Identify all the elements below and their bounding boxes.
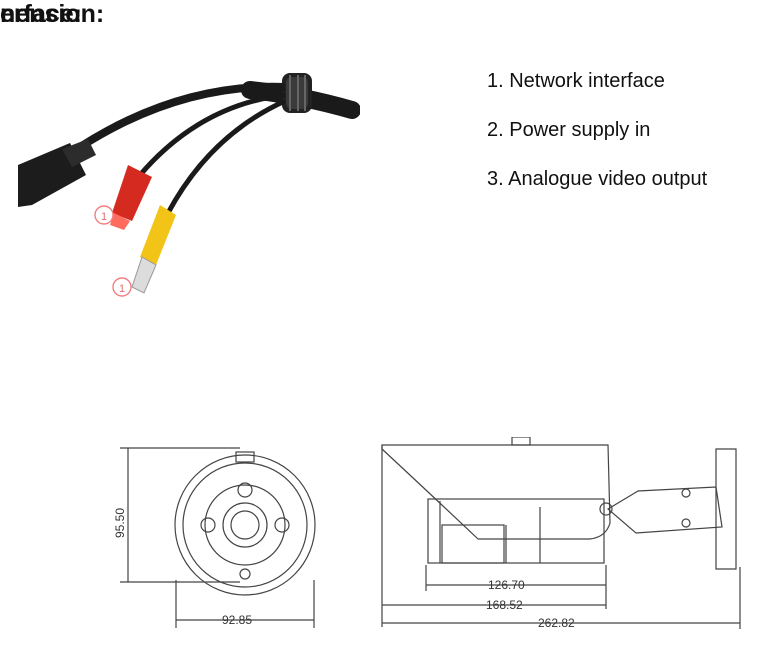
list-item-network: 1. Network interface — [487, 70, 665, 92]
video-marker: 1 — [112, 277, 132, 297]
front-height-label: 95.50 — [113, 508, 127, 538]
front-width-label: 92.85 — [222, 613, 252, 627]
power-marker: 1 — [94, 205, 114, 225]
housing-inner-label: 126.70 — [488, 578, 525, 592]
network-connector — [18, 139, 96, 207]
list-item-video: 3. Analogue video output — [487, 168, 708, 190]
video-connector — [131, 205, 176, 294]
interface-heading: erface: — [0, 0, 82, 28]
cable-gland — [282, 73, 312, 113]
interface-list: 1. Network interface 2. Power supply in … — [487, 69, 707, 216]
power-connector — [110, 165, 152, 230]
dimension-heading: nension: — [0, 0, 105, 28]
housing-length-label: 168.52 — [486, 598, 523, 612]
cable-illustration: 1 1 — [18, 73, 360, 297]
total-length-label: 262.82 — [538, 616, 575, 630]
svg-text:1: 1 — [119, 283, 125, 295]
front-view-drawing: 95.50 92.85 — [113, 447, 316, 628]
side-view-drawing: 126.70 168.52 262.82 — [381, 437, 741, 630]
svg-text:1: 1 — [101, 211, 107, 223]
list-item-power: 2. Power supply in — [487, 119, 651, 141]
